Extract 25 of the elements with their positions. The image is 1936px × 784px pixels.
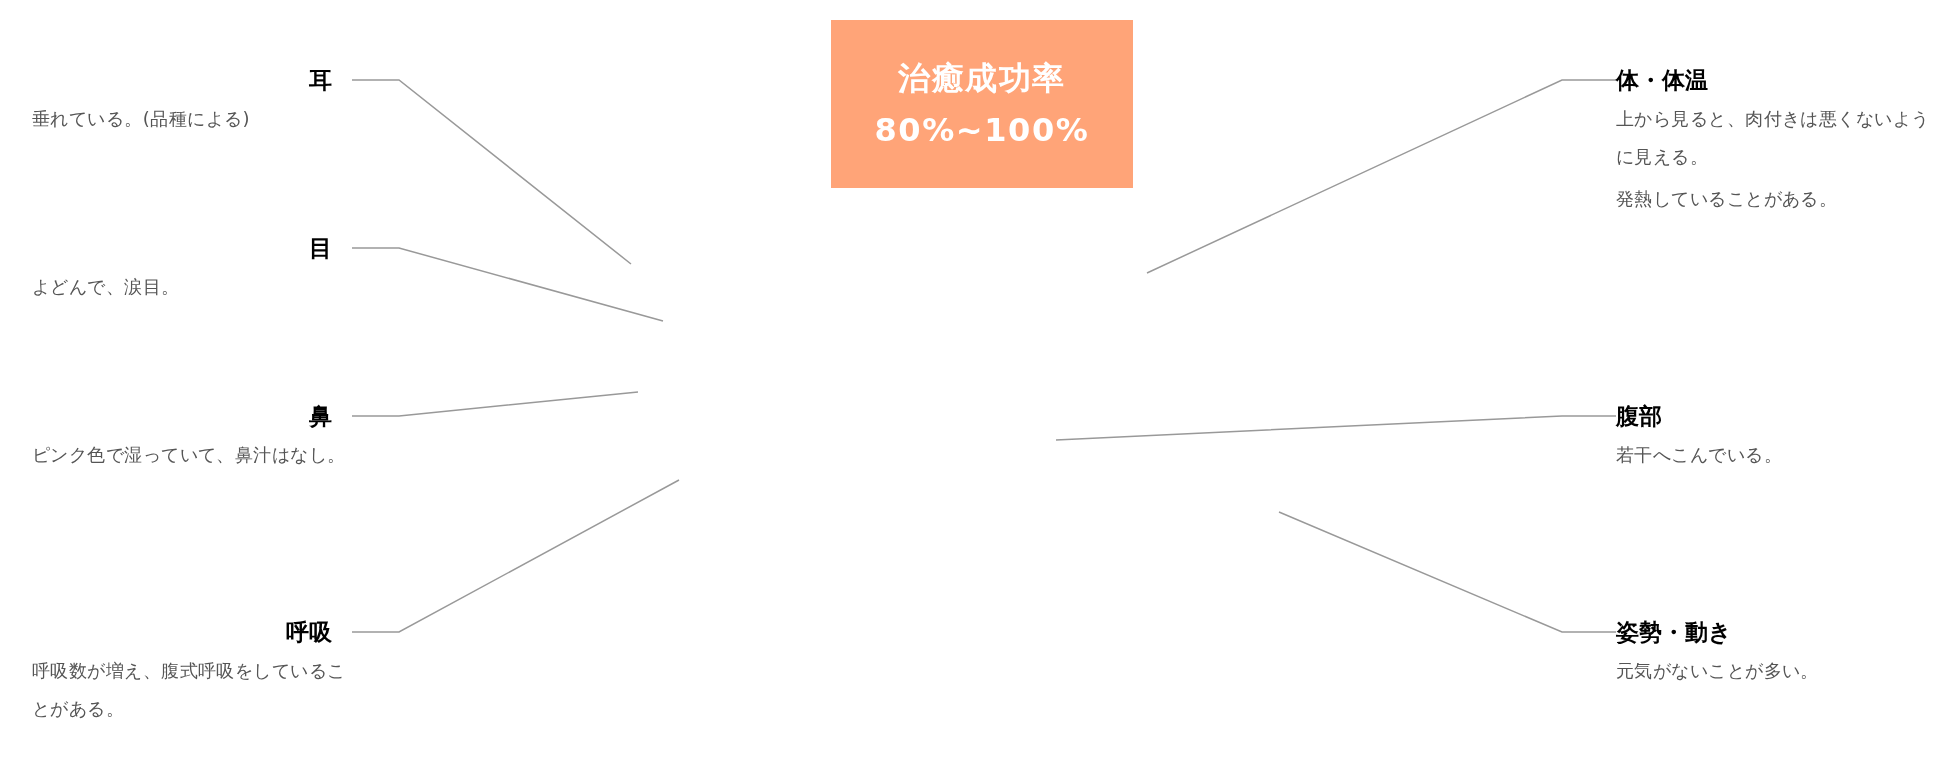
part-description: 呼吸数が増え、腹式呼吸をしていることがある。	[32, 659, 347, 721]
success-rate-value: 80%~100%	[874, 110, 1090, 150]
part-heading: 腹部	[1616, 402, 1662, 431]
part-description: 上から見ると、肉付きは悪くないように見える。	[1616, 107, 1931, 169]
part-heading: 呼吸	[286, 618, 333, 647]
success-rate-heading: 治癒成功率	[898, 58, 1066, 98]
success-rate-box	[831, 20, 1133, 188]
part-description: ピンク色で湿っていて、鼻汁はなし。	[32, 443, 347, 467]
part-description: よどんで、涙目。	[32, 275, 181, 299]
part-heading: 姿勢・動き	[1616, 618, 1732, 647]
part-description: 若干へこんでいる。	[1616, 443, 1784, 467]
leader-line	[351, 479, 680, 633]
leader-line	[351, 391, 639, 417]
part-heading: 目	[309, 234, 333, 263]
leader-line	[351, 79, 632, 265]
leader-line	[1146, 79, 1617, 274]
part-heading: 鼻	[309, 402, 333, 431]
leader-line	[1278, 511, 1617, 633]
leader-line	[1055, 415, 1617, 441]
part-description: 発熱していることがある。	[1616, 187, 1839, 211]
part-description: 元気がないことが多い。	[1616, 659, 1820, 683]
part-heading: 耳	[309, 66, 333, 95]
leader-line	[351, 247, 664, 322]
part-description: 垂れている。(品種による)	[32, 107, 251, 131]
part-heading: 体・体温	[1616, 66, 1708, 95]
